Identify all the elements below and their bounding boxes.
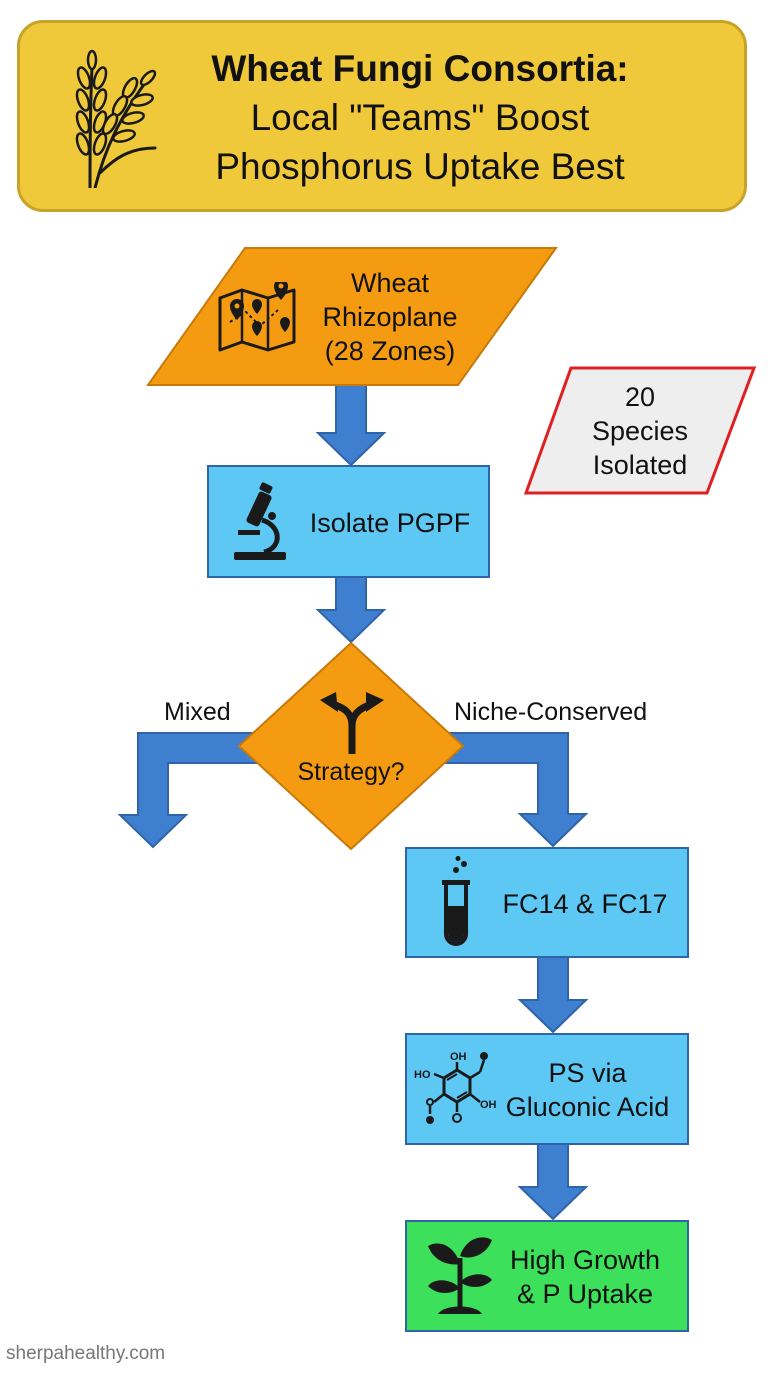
strategy-node: Strategy? [276, 756, 426, 788]
species-line-2: Species [591, 416, 689, 446]
map-pin-icon [218, 282, 296, 352]
chem-label-oh-right: OH [480, 1099, 497, 1111]
title-line-1: Wheat Fungi Consortia: [211, 48, 629, 89]
chem-label-ho: HO [414, 1069, 431, 1081]
wheat-icon [75, 49, 157, 188]
arrow-strategy-to-niche [439, 732, 589, 848]
ps-line-1: PS via [548, 1058, 627, 1088]
ps-node: PS via Gluconic Acid [500, 1056, 675, 1124]
footer-watermark: sherpahealthy.com [6, 1343, 166, 1364]
title-line-2: Local "Teams" Boost [250, 97, 590, 138]
molecule-icon: HO OH OH [414, 1051, 497, 1124]
rhizoplane-line-1: Wheat [350, 268, 430, 298]
rhizoplane-line-3: (28 Zones) [324, 336, 456, 366]
arrow-rhizoplane-to-isolate [315, 384, 387, 467]
plant-sprout-icon [428, 1237, 492, 1314]
arrow-ps-to-growth [517, 1143, 589, 1221]
species-node-shape [523, 366, 757, 495]
rhizoplane-line-2: Rhizoplane [322, 302, 458, 332]
isolate-label: Isolate PGPF [309, 508, 471, 538]
strategy-label: Strategy? [297, 758, 405, 786]
edge-label-mixed: Mixed [164, 698, 231, 726]
split-arrows-icon [320, 692, 384, 754]
arrow-fc-to-ps [517, 956, 589, 1034]
ps-node-shape [405, 1033, 689, 1145]
isolate-node: Isolate PGPF [300, 505, 480, 541]
growth-line-1: High Growth [509, 1245, 661, 1275]
ps-line-2: Gluconic Acid [505, 1092, 670, 1122]
growth-node: High Growth & P Uptake [500, 1243, 670, 1311]
fc-node: FC14 & FC17 [495, 886, 675, 922]
species-line-3: Isolated [592, 450, 688, 480]
title-line-3: Phosphorus Uptake Best [215, 146, 625, 187]
edge-label-niche-conserved: Niche-Conserved [454, 698, 648, 726]
arrow-isolate-to-strategy [315, 576, 387, 644]
species-line-1: 20 [624, 382, 656, 412]
growth-line-2: & P Uptake [516, 1279, 654, 1309]
rhizoplane-node: Wheat Rhizoplane (28 Zones) [300, 266, 480, 368]
microscope-icon [234, 482, 286, 560]
rhizoplane-node-shape [146, 247, 558, 386]
fc-label: FC14 & FC17 [502, 889, 668, 919]
species-node: 20 Species Isolated [560, 380, 720, 482]
arrow-strategy-to-mixed [117, 732, 261, 849]
chem-label-oh-top: OH [450, 1051, 467, 1063]
page-title: Wheat Fungi Consortia: Local "Teams" Boo… [140, 44, 700, 191]
test-tube-icon [442, 856, 470, 946]
